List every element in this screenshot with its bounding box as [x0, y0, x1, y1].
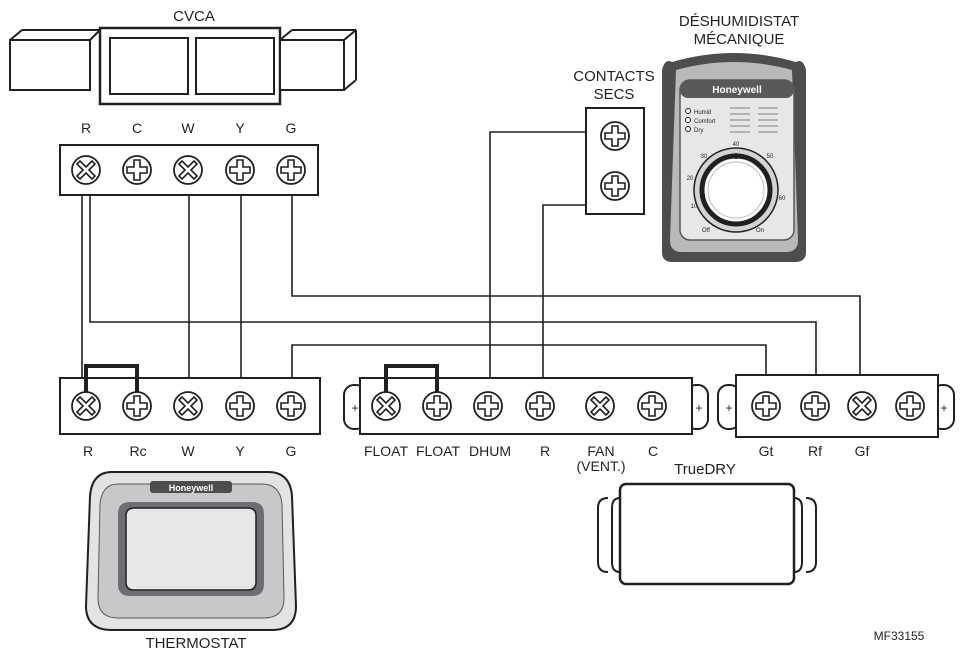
module-terminal-float-2	[422, 391, 452, 421]
dial-scale: 40	[733, 142, 740, 148]
dehumidistat-mode: Comfort	[694, 119, 716, 125]
thermostat-screen	[125, 507, 257, 591]
thermostat-terminal-g	[276, 391, 306, 421]
dial-scale: 50	[767, 154, 774, 160]
truedry-terminal-label: Gf	[855, 443, 870, 459]
module-terminal-label: R	[540, 443, 550, 459]
cvca-terminal-label: R	[81, 120, 91, 136]
plus-sign: +	[940, 401, 947, 415]
truedry-terminal-gt	[751, 391, 781, 421]
thermostat-device: Honeywell	[84, 471, 298, 631]
dehumidistat-fine-print	[730, 107, 778, 133]
thermostat-brand: Honeywell	[169, 483, 214, 493]
dial-scale: 30	[701, 154, 708, 160]
thermostat-terminal-labels: R Rc W Y G	[83, 443, 297, 459]
wires	[81, 131, 861, 378]
dehumidistat-mode: Dry	[694, 128, 703, 134]
cvca-terminal-labels: R C W Y G	[81, 120, 297, 136]
cvca-terminal-r	[71, 155, 101, 185]
module-terminal-label: DHUM	[469, 443, 511, 459]
thermostat-terminal-rc	[122, 391, 152, 421]
wire-r-to-truedry-rf	[89, 195, 817, 378]
dial-scale: 60	[779, 196, 786, 202]
truedry-terminal-block	[717, 374, 955, 438]
cvca-terminal-c	[122, 155, 152, 185]
truedry-unit	[597, 482, 817, 586]
module-terminal-labels: FLOAT FLOAT DHUM R FAN (VENT.) C	[364, 443, 658, 474]
wire-g-to-truedry-gf	[291, 195, 861, 378]
dehumidistat-label: MÉCANIQUE	[694, 31, 785, 48]
dry-contacts-label: CONTACTS	[573, 68, 654, 85]
cvca-label: CVCA	[173, 8, 215, 25]
wire-dhum-to-contacts	[489, 131, 586, 378]
module-terminal-label: FLOAT	[364, 443, 409, 459]
module-terminal-label: FAN	[587, 443, 614, 459]
thermostat-terminal-label: W	[181, 443, 195, 459]
cvca-terminal-label: G	[286, 120, 297, 136]
truedry-terminal-rf	[800, 391, 830, 421]
module-terminal-label-sub: (VENT.)	[577, 458, 626, 474]
thermostat-terminal-label: G	[286, 443, 297, 459]
cvca-terminal-g	[276, 155, 306, 185]
dehumidistat-device: Honeywell Humid Comfort Dry 10 20 30 40 …	[662, 53, 806, 262]
module-terminal-c	[637, 391, 667, 421]
module-terminal-dhum	[473, 391, 503, 421]
module-terminal-block	[343, 364, 709, 435]
truedry-terminal-label: Gt	[759, 443, 774, 459]
module-terminal-label: C	[648, 443, 658, 459]
thermostat-terminal-r	[71, 391, 101, 421]
thermostat-terminal-w	[173, 391, 203, 421]
truedry-terminal-spare	[895, 391, 925, 421]
thermostat-terminal-y	[225, 391, 255, 421]
cvca-terminal-label: C	[132, 120, 142, 136]
module-terminal-float-1	[371, 391, 401, 421]
truedry-label: TrueDRY	[674, 461, 736, 478]
plus-sign: +	[725, 401, 732, 415]
dry-contact-terminal	[600, 121, 630, 151]
module-terminal-label: FLOAT	[416, 443, 461, 459]
thermostat-terminal-block	[59, 364, 321, 435]
dehumidistat-label: DÉSHUMIDISTAT	[679, 13, 799, 30]
wire-thermostat-g-to-truedry-gt	[291, 344, 767, 378]
cvca-terminal-label: Y	[235, 120, 245, 136]
dial-on-label: On	[756, 228, 764, 234]
cvca-unit	[9, 26, 357, 106]
module-terminal-fan	[585, 391, 615, 421]
thermostat-terminal-label: Rc	[129, 443, 146, 459]
dehumidistat-mode: Humid	[694, 110, 711, 116]
cvca-terminal-block	[59, 144, 319, 196]
dial-scale: 20	[687, 176, 694, 182]
truedry-terminal-label: Rf	[808, 443, 822, 459]
cvca-terminal-y	[225, 155, 255, 185]
plus-sign: +	[351, 401, 358, 415]
dry-contact-terminal	[600, 171, 630, 201]
thermostat-terminal-label: Y	[235, 443, 245, 459]
dry-contacts-block	[585, 107, 645, 215]
cvca-terminal-label: W	[181, 120, 195, 136]
truedry-terminal-gf	[847, 391, 877, 421]
truedry-terminal-labels: Gt Rf Gf	[759, 443, 870, 459]
figure-id: MF33155	[874, 629, 925, 643]
cvca-terminal-w	[173, 155, 203, 185]
plus-sign: +	[695, 401, 702, 415]
dehumidistat-brand: Honeywell	[712, 85, 762, 96]
dial-off-label: Off	[702, 228, 710, 234]
dial-scale: 10	[691, 204, 698, 210]
wire-r-to-contacts	[542, 204, 586, 378]
thermostat-label: THERMOSTAT	[145, 635, 246, 651]
module-terminal-r	[525, 391, 555, 421]
dry-contacts-label: SECS	[594, 86, 635, 103]
thermostat-terminal-label: R	[83, 443, 93, 459]
